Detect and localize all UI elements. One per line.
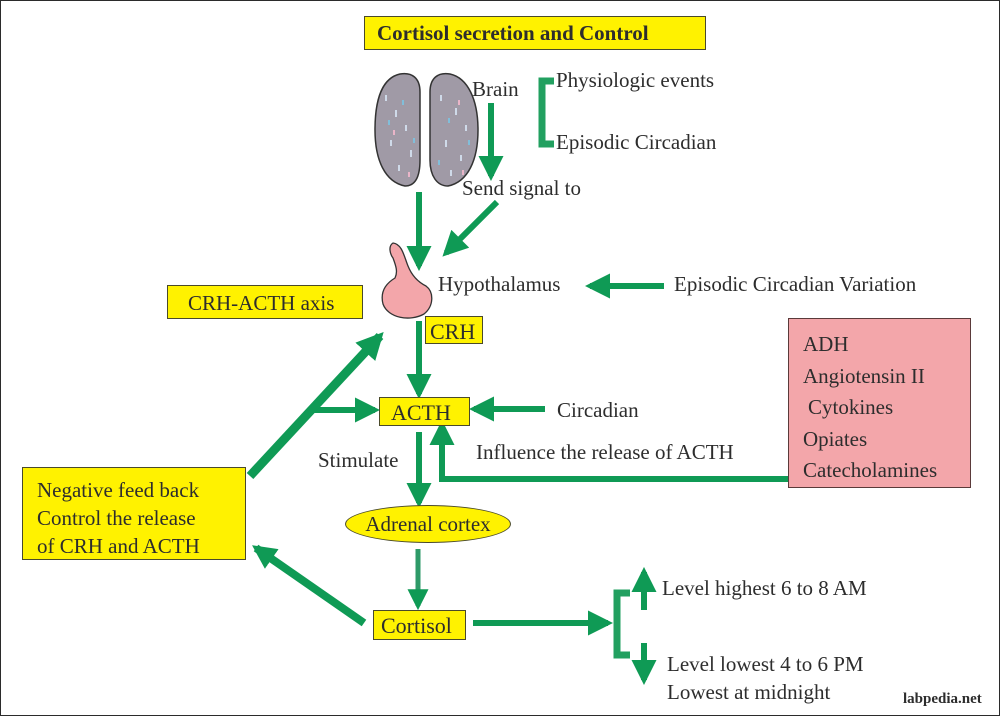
arrow-influencers-to-acth bbox=[429, 419, 788, 482]
influence-label: Influence the release of ACTH bbox=[476, 440, 734, 464]
negative-feedback-line: Control the release bbox=[37, 506, 196, 530]
bracket-levels bbox=[613, 589, 630, 659]
crh-acth-axis-box: CRH-ACTH axis bbox=[167, 285, 363, 319]
crh-box: CRH bbox=[425, 316, 483, 344]
send-signal-label: Send signal to bbox=[462, 176, 581, 200]
trigger-physiologic: Physiologic events bbox=[556, 68, 715, 92]
level-lowest-label: Level lowest 4 to 6 PM bbox=[667, 652, 864, 676]
cortisol-box: Cortisol bbox=[373, 610, 466, 640]
influencer-item: ADH bbox=[803, 332, 849, 356]
bracket-brain bbox=[538, 77, 554, 148]
arrow-cortisol-to-feedback bbox=[252, 544, 367, 627]
arrow-feedback-to-crh-axis bbox=[246, 332, 384, 480]
influencer-item: Opiates bbox=[803, 426, 868, 451]
negative-feedback-line: Negative feed back bbox=[37, 478, 200, 502]
circadian-variation-label: Episodic Circadian Variation bbox=[674, 272, 917, 296]
stimulate-label: Stimulate bbox=[318, 448, 399, 472]
influencer-item: Angiotensin II bbox=[803, 363, 925, 388]
lowest-midnight-label: Lowest at midnight bbox=[667, 680, 831, 704]
circadian-label: Circadian bbox=[557, 398, 639, 422]
arrows bbox=[246, 103, 788, 686]
brain-label: Brain bbox=[472, 77, 519, 101]
adrenal-cortex-ellipse: Adrenal cortex bbox=[345, 505, 511, 543]
diagram-title: Cortisol secretion and Control bbox=[364, 16, 706, 50]
level-highest-label: Level highest 6 to 8 AM bbox=[662, 576, 867, 600]
influencer-item: Cytokines bbox=[808, 395, 894, 419]
negative-feedback-line: of CRH and ACTH bbox=[37, 534, 200, 558]
influencers-box: ADH Angiotensin II Cytokines Opiates Cat… bbox=[788, 318, 971, 488]
acth-box: ACTH bbox=[379, 397, 470, 426]
trigger-episodic: Episodic Circadian bbox=[556, 130, 717, 154]
hypothalamus-icon bbox=[381, 242, 433, 319]
arrow-signal-to-hypothalamus bbox=[442, 199, 500, 257]
influencer-item: Catecholamines bbox=[803, 458, 938, 482]
negative-feedback-box: Negative feed back Control the release o… bbox=[22, 467, 246, 560]
watermark: labpedia.net bbox=[903, 691, 982, 707]
hypothalamus-label: Hypothalamus bbox=[438, 272, 561, 296]
brain-icon bbox=[374, 72, 479, 187]
